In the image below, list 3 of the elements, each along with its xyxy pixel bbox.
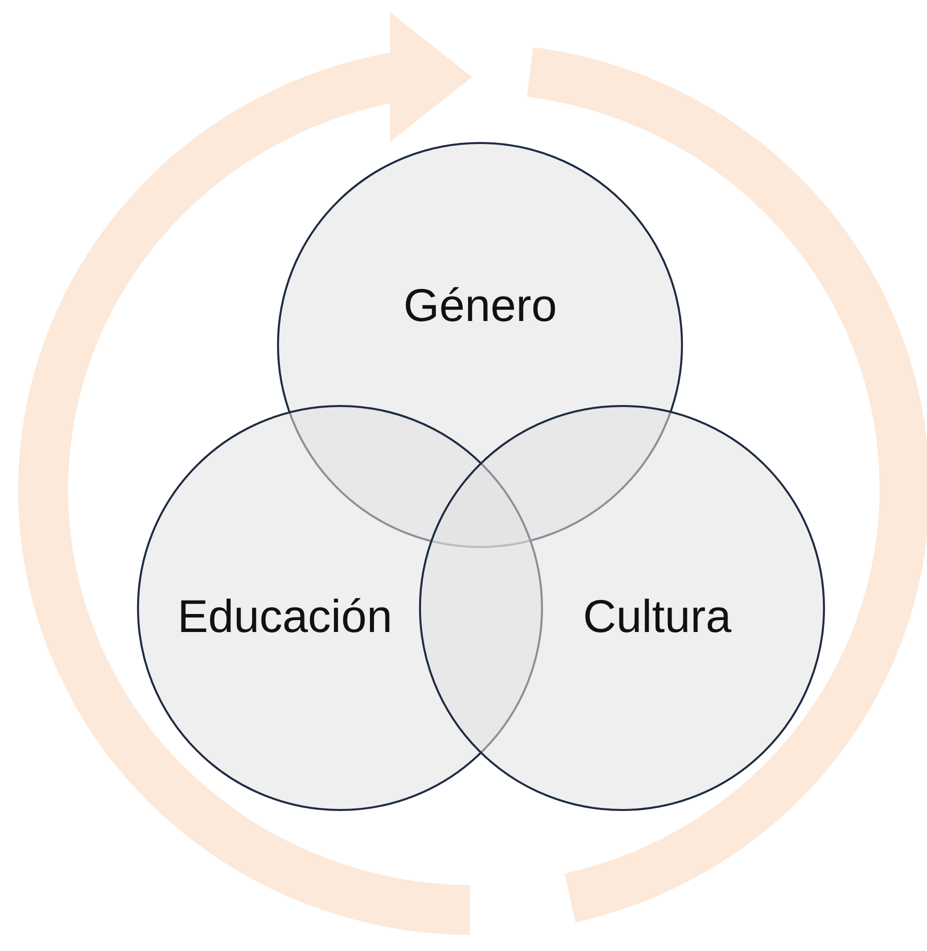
- circle-label: Género: [404, 278, 557, 332]
- circle-label: Educación: [178, 589, 392, 643]
- circle-label: Cultura: [583, 589, 732, 643]
